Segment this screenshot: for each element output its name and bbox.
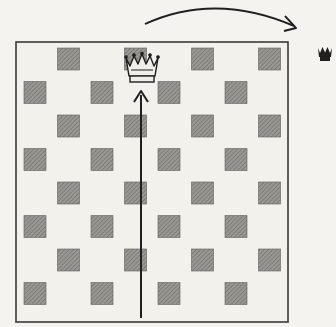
- dark-square: [192, 249, 214, 271]
- dark-square: [58, 249, 80, 271]
- dark-square: [158, 283, 180, 305]
- dark-square: [58, 182, 80, 204]
- dark-square: [225, 216, 247, 238]
- dark-square: [192, 182, 214, 204]
- dark-square: [259, 48, 281, 70]
- curved-arrow-icon: [145, 8, 296, 31]
- dark-square: [24, 149, 46, 171]
- dark-square: [24, 82, 46, 104]
- dark-square: [225, 82, 247, 104]
- dark-square: [158, 216, 180, 238]
- dark-square: [58, 48, 80, 70]
- dark-square: [125, 182, 147, 204]
- dark-square: [125, 115, 147, 137]
- dark-square: [91, 82, 113, 104]
- dark-square: [24, 216, 46, 238]
- dark-square: [225, 149, 247, 171]
- dark-square: [91, 149, 113, 171]
- dark-square: [158, 149, 180, 171]
- dark-square: [24, 283, 46, 305]
- dark-square: [259, 115, 281, 137]
- dark-square: [58, 115, 80, 137]
- queen-icon: [318, 47, 332, 61]
- dark-square: [225, 283, 247, 305]
- dark-square: [125, 249, 147, 271]
- dark-square: [259, 182, 281, 204]
- dark-square: [192, 115, 214, 137]
- dark-square: [192, 48, 214, 70]
- dark-square: [259, 249, 281, 271]
- dark-square: [158, 82, 180, 104]
- dark-square: [91, 283, 113, 305]
- dark-square: [91, 216, 113, 238]
